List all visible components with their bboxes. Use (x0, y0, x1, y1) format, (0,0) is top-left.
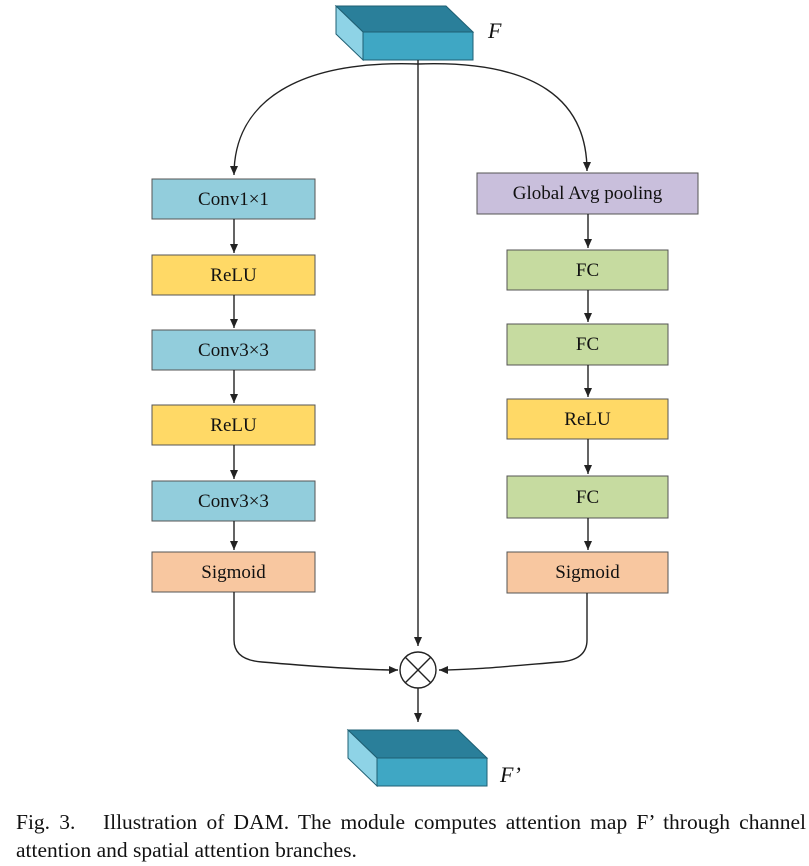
figure-caption: Fig. 3. Illustration of DAM. The module … (16, 808, 806, 864)
left-node-4-label: ReLU (210, 415, 257, 436)
right-node-6-label: Sigmoid (555, 562, 620, 583)
right-node-1-label: Global Avg pooling (513, 183, 663, 204)
left-node-1 (151, 178, 316, 220)
input-cube-front (362, 31, 474, 61)
right-branch: Global Avg pooling FC FC ReLU FC Sigmoid (476, 172, 699, 594)
edge-left-to-multiply (233, 592, 399, 674)
left-node-3 (151, 329, 316, 371)
right-node-5 (506, 475, 669, 519)
left-node-5 (151, 480, 316, 522)
left-node-6-label: Sigmoid (201, 562, 266, 583)
left-node-2-label: ReLU (210, 265, 257, 286)
left-branch: Conv1×1 ReLU Conv3×3 ReLU Conv3×3 Sigmoi… (151, 178, 316, 593)
dam-diagram: F Conv1×1 ReLU Conv3×3 ReLU Conv3×3 Sigm… (151, 4, 699, 788)
right-node-3-label: FC (576, 334, 599, 355)
right-node-3 (506, 323, 669, 366)
right-node-6 (506, 551, 669, 594)
input-feature-cube (334, 4, 475, 62)
figure-number: Fig. 3. (16, 810, 76, 834)
right-node-5-label: FC (576, 487, 599, 508)
input-label: F (487, 18, 502, 43)
multiply-cross-b (404, 656, 432, 684)
right-node-4-label: ReLU (564, 409, 611, 430)
edge-input-to-left-branch (230, 63, 419, 176)
output-feature-cube (346, 728, 489, 788)
left-node-6 (151, 551, 316, 593)
right-node-2 (506, 249, 669, 291)
left-node-3-label: Conv3×3 (198, 340, 269, 361)
output-label: F’ (499, 762, 521, 787)
left-node-2 (151, 254, 316, 296)
output-cube-front (376, 757, 488, 787)
right-node-2-label: FC (576, 260, 599, 281)
right-node-4 (506, 398, 669, 440)
edge-input-to-right-branch (417, 63, 591, 172)
edge-right-to-multiply (438, 593, 588, 674)
multiply-node (399, 651, 437, 689)
left-node-1-label: Conv1×1 (198, 189, 269, 210)
caption-text: Illustration of DAM. The module computes… (16, 810, 807, 862)
left-node-5-label: Conv3×3 (198, 491, 269, 512)
